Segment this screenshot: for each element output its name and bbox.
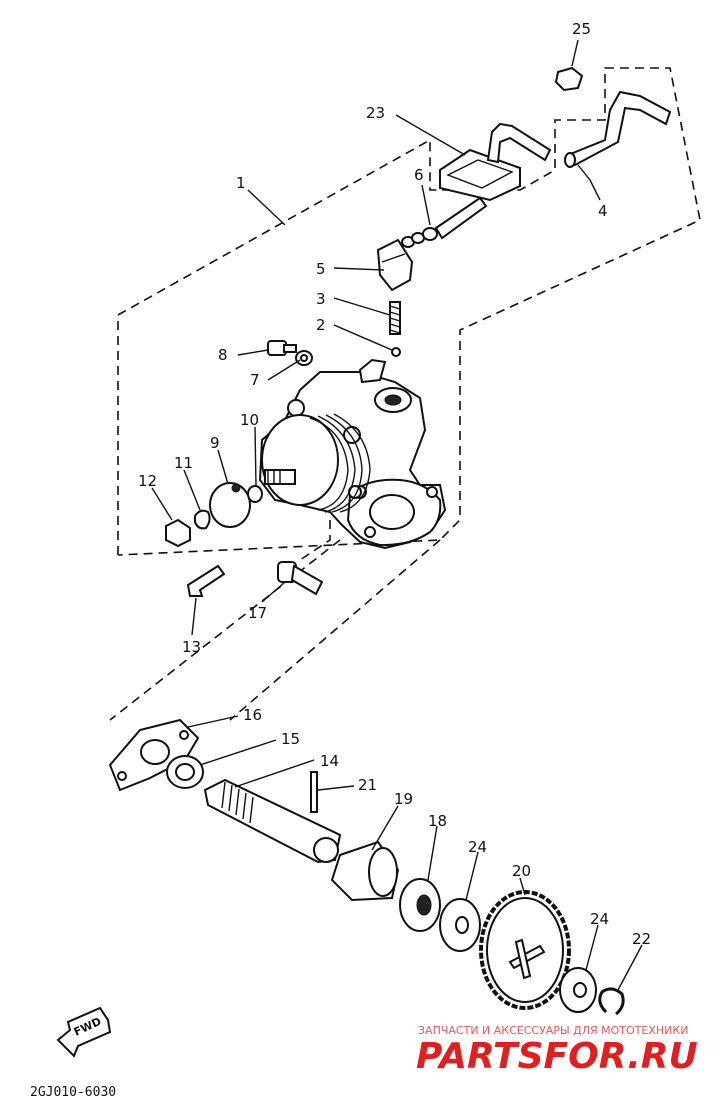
callout-20-number: 20 <box>512 862 531 880</box>
callout-23: 23 <box>366 104 385 122</box>
part-14-shaft <box>203 778 342 864</box>
oil-pump-body <box>258 358 447 550</box>
part-25-clip <box>554 66 584 92</box>
callout-24-b: 24 <box>590 910 609 928</box>
callout-14: 14 <box>320 752 339 770</box>
callout-22: 22 <box>632 930 651 948</box>
callout-9: 9 <box>210 434 220 452</box>
callout-7: 7 <box>250 371 260 389</box>
part-3-spring <box>389 301 401 335</box>
callout-13: 13 <box>182 638 201 656</box>
callout-11: 11 <box>174 454 193 472</box>
part-10-washer <box>247 485 263 503</box>
part-8-bolt <box>267 340 297 356</box>
part-18-ring <box>399 878 441 932</box>
callout-8: 8 <box>218 346 228 364</box>
part-17-bolt <box>277 561 324 596</box>
part-4-oil-pipe <box>564 90 672 168</box>
part-24-washer-b <box>559 967 597 1013</box>
callout-17: 17 <box>248 604 267 622</box>
callout-19: 19 <box>394 790 413 808</box>
callout-6: 6 <box>414 166 424 184</box>
fwd-arrow-badge: FWD <box>56 1006 112 1058</box>
part-21-pin <box>310 771 318 813</box>
callout-10: 10 <box>240 411 259 429</box>
part-6-nipple <box>401 196 488 248</box>
watermark-caption: ЗАПЧАСТИ И АКСЕССУАРЫ ДЛЯ МОТОТЕХНИКИ <box>418 1024 688 1037</box>
callout-21: 21 <box>358 776 377 794</box>
part-7-washer <box>295 350 313 366</box>
part-15-oring <box>166 755 204 789</box>
leader-lines <box>151 39 643 991</box>
part-20-gear <box>479 890 571 1010</box>
callout-24-a: 24 <box>468 838 487 856</box>
part-24-washer-a <box>439 898 481 952</box>
diagram-code: 2GJ010-6030 <box>30 1085 116 1100</box>
callout-1: 1 <box>236 174 246 192</box>
part-22-circlip <box>598 987 625 1016</box>
part-13-clip <box>186 564 226 597</box>
callout-18: 18 <box>428 812 447 830</box>
callout-4: 4 <box>598 202 608 220</box>
watermark-brand: PARTSFOR.RU <box>416 1036 698 1077</box>
callout-25: 25 <box>572 20 591 38</box>
part-12-nut <box>165 518 191 548</box>
part-19-bushing <box>330 840 400 902</box>
callout-12: 12 <box>138 472 157 490</box>
callout-3: 3 <box>316 290 326 308</box>
callout-labels: 25 23 1 6 4 5 3 2 8 7 10 9 11 12 13 17 1… <box>138 20 651 948</box>
part-2-ball <box>391 347 401 357</box>
part-16-gasket <box>108 718 200 792</box>
watermark: ЗАПЧАСТИ И АКСЕССУАРЫ ДЛЯ МОТОТЕХНИКИ PA… <box>416 1024 698 1077</box>
callout-15: 15 <box>281 730 300 748</box>
callout-5: 5 <box>316 260 326 278</box>
part-9-plate <box>209 482 251 528</box>
callout-2: 2 <box>316 316 326 334</box>
part-23-bracket <box>439 122 552 202</box>
part-11-lockwasher <box>194 509 211 530</box>
callout-16: 16 <box>243 706 262 724</box>
part-5-fitting <box>376 238 414 292</box>
